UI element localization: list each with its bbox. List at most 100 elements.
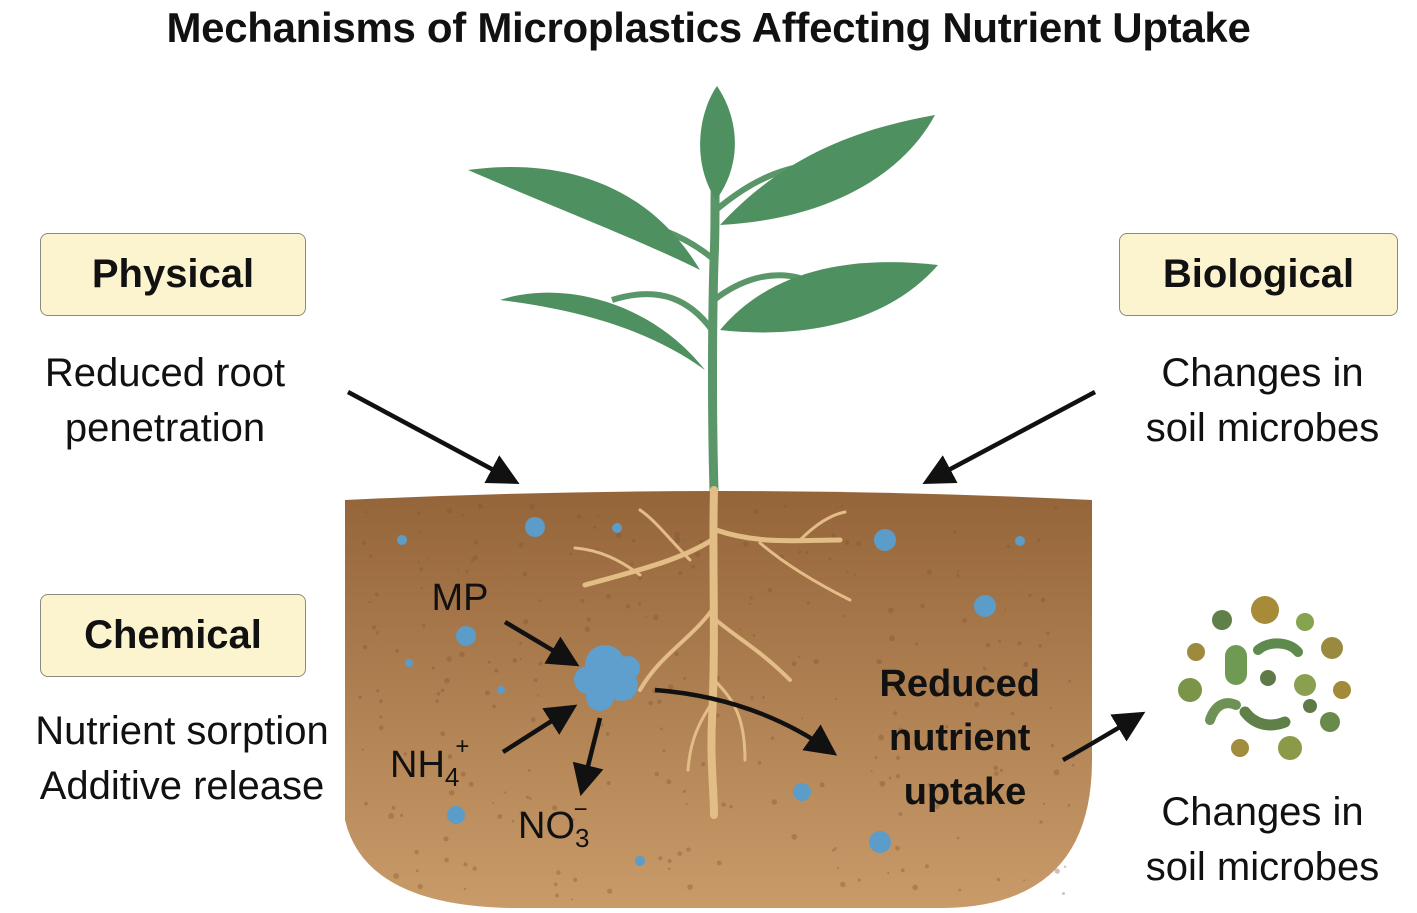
soil-speckle (831, 533, 836, 538)
soil-speckle (832, 848, 835, 852)
soil-speckle (555, 893, 559, 898)
soil-speckle (461, 514, 464, 517)
soil-speckle (798, 550, 802, 554)
soil-speckle (695, 551, 701, 558)
soil-speckle (1023, 661, 1029, 668)
soil-speckle (753, 509, 759, 515)
soil-speckle (528, 503, 535, 510)
soil-speckle (891, 687, 895, 691)
arrow-cluster-to-no3 (572, 717, 604, 797)
soil-speckle (446, 656, 452, 662)
soil-speckle (1062, 892, 1065, 895)
soil-speckle (962, 618, 967, 623)
soil-speckle (415, 869, 419, 873)
physical-label: Physical (91, 252, 255, 296)
soil-speckle (999, 768, 1003, 773)
soil-speckle (691, 564, 696, 569)
soil-speckle (368, 554, 373, 558)
soil-speckle (448, 790, 455, 796)
soil-speckle (1050, 743, 1055, 748)
soil-speckle (472, 555, 478, 561)
soil-speckle (393, 873, 399, 879)
soil-speckle (364, 510, 367, 514)
soil-speckle (418, 530, 422, 534)
arrow-mp-to-cluster (503, 620, 580, 667)
soil-speckle (801, 717, 804, 720)
arrow-to-reduced-uptake (654, 687, 838, 756)
soil-speckle (569, 552, 573, 555)
soil-speckle (631, 538, 636, 543)
arrow-biological (922, 390, 1097, 484)
soil-speckle (716, 860, 722, 866)
soil-speckle (1045, 631, 1050, 636)
soil-speckle (667, 867, 671, 870)
soil-speckle (474, 540, 479, 545)
chemical-description: Nutrient sorption Additive release (35, 709, 329, 808)
soil-speckle (920, 603, 925, 609)
soil-speckle (431, 666, 435, 670)
soil-speckle (414, 850, 419, 855)
mp-cluster (574, 645, 640, 711)
mp-label: MP (432, 577, 489, 619)
soil-speckle (946, 684, 951, 689)
soil-speckle (1053, 769, 1060, 776)
soil-speckle (537, 694, 540, 697)
soil-speckle (743, 541, 749, 547)
arrow-to-microbes (1061, 711, 1146, 762)
soil-speckle (982, 666, 987, 671)
chemical-label: Chemical (84, 613, 262, 657)
leaf-left-upper (468, 166, 700, 270)
soil-speckle (995, 689, 999, 693)
soil-speckle (1006, 544, 1010, 549)
soil-speckle (897, 727, 904, 733)
soil-speckle (757, 760, 762, 765)
biological-label-box: Biological (1119, 233, 1398, 316)
soil-speckle (994, 771, 999, 776)
arrow-physical (346, 390, 520, 484)
soil-speckle (914, 642, 919, 646)
soil-speckle (912, 884, 918, 891)
soil-speckle (791, 834, 798, 840)
soil-speckle (685, 803, 688, 806)
soil-speckle (571, 818, 575, 822)
leaf-right-upper (720, 115, 935, 225)
ammonium-label: NH4+ (390, 733, 469, 792)
soil-speckle (878, 734, 885, 741)
soil-speckle (956, 573, 960, 578)
soil-speckle (1039, 820, 1043, 824)
soil-speckle (748, 602, 752, 605)
soil-speckle (678, 571, 683, 575)
soil-speckle (492, 802, 494, 804)
soil-speckle (682, 789, 687, 793)
soil-speckle (666, 779, 672, 785)
soil-speckle (828, 557, 832, 561)
soil-speckle (492, 704, 496, 709)
soil-speckle (497, 814, 503, 819)
soil-speckle (371, 625, 377, 630)
soil-speckle (834, 697, 838, 701)
soil-speckle (1037, 538, 1041, 542)
soil-speckle (421, 623, 426, 628)
soil-speckle (576, 514, 582, 519)
soil-speckle (985, 642, 991, 648)
soil-speckle (683, 677, 686, 680)
soil-speckle (417, 884, 423, 890)
soil-speckle (798, 655, 801, 658)
soil-speckle (674, 537, 681, 544)
soil-speckle (857, 878, 861, 882)
soil-speckle (654, 771, 660, 777)
soil-speckle (888, 776, 892, 780)
soil-speckle (637, 575, 643, 580)
soil-speckle (420, 586, 424, 590)
soil-speckle (958, 888, 962, 892)
soil-speckle (699, 539, 704, 544)
soil-speckle (361, 748, 364, 751)
soil-speckle (686, 847, 691, 852)
soil-speckle (870, 770, 873, 773)
leaf-right-lower (720, 262, 938, 333)
soil-speckle (1040, 597, 1046, 603)
soil-speckle (1011, 739, 1016, 744)
soil-speckle (752, 634, 756, 637)
soil-speckle (529, 797, 532, 800)
soil-speckle (898, 812, 903, 817)
